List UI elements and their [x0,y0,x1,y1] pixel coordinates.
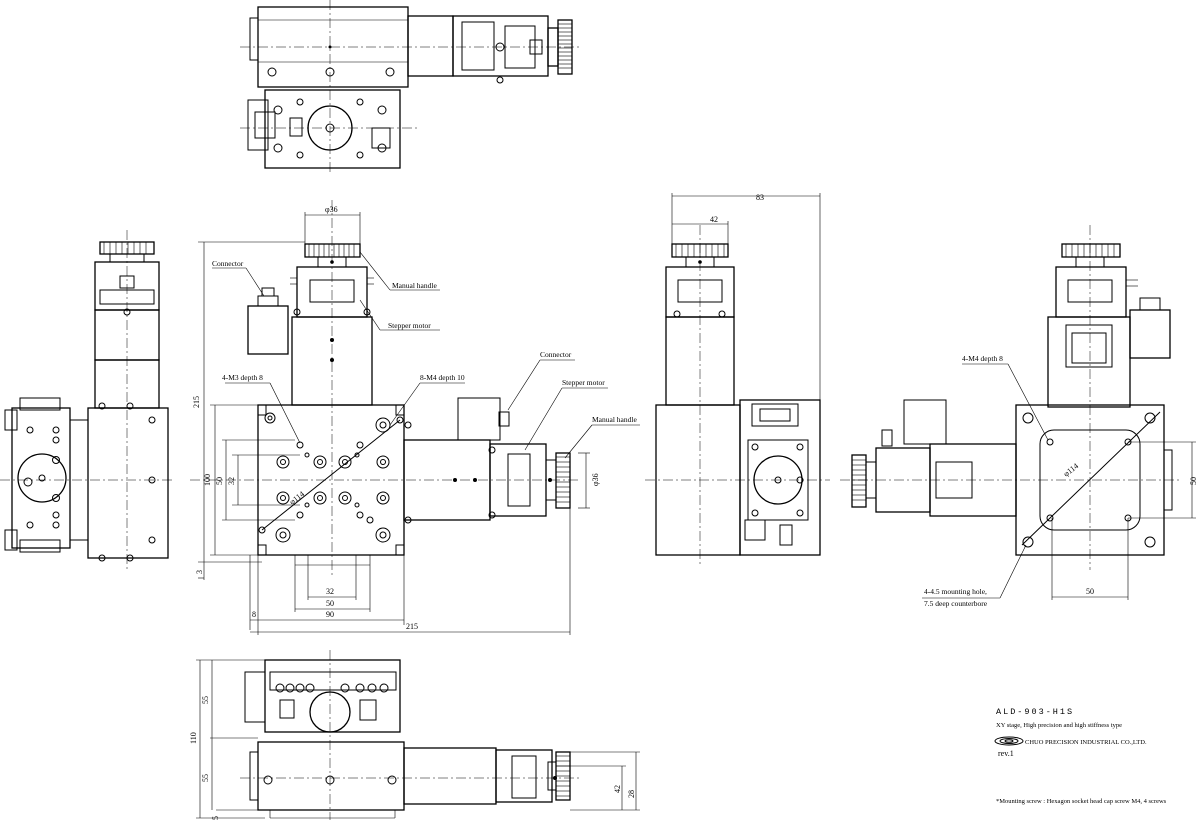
dim-50-bottom-vertical: 50 [1189,477,1198,485]
label-connector-right: Connector [540,350,572,359]
dim-90: 90 [326,610,334,619]
dim-phi114: φ114 [288,489,306,506]
dim-5: 5 [211,816,220,820]
dim-phi36-right: φ36 [591,473,600,486]
company-name: CHUO PRECISION INDUSTRIAL CO.,LTD. [1025,739,1147,746]
dim-55-lower: 55 [201,774,210,782]
dim-phi36-top: φ36 [325,205,338,214]
model-number: ALD-903-H1S [996,707,1074,717]
dim-42: 42 [710,215,718,224]
top-view [240,0,580,175]
dim-100: 100 [203,474,212,486]
label-m4-bottom: 4-M4 depth 8 [962,354,1003,363]
label-counterbore: 7.5 deep counterbore [924,599,988,608]
dim-83: 83 [756,193,764,202]
company-logo [994,736,1024,746]
label-m4-holes: 8-M4 depth 10 [420,373,465,382]
dim-42-vertical: 42 [613,785,622,793]
dim-50-bottom-horizontal: 50 [1086,587,1094,596]
callout-labels: Connector Manual handle Stepper motor 4-… [212,259,1003,608]
label-manual-handle-top: Manual handle [392,281,437,290]
model-description: XY stage, High precision and high stiffn… [996,722,1122,729]
label-stepper-motor-top: Stepper motor [388,321,431,330]
label-mounting-hole: 4-4.5 mounting hole, [924,587,987,596]
dim-32-horizontal: 32 [326,587,334,596]
dim-28: 28 [627,790,636,798]
revision: rev.1 [998,749,1014,758]
dim-215-horizontal: 215 [406,622,418,631]
label-m3-holes: 4-M3 depth 8 [222,373,263,382]
right-side-view [645,193,830,565]
label-connector-left: Connector [212,259,244,268]
dim-32-vertical: 32 [227,477,236,485]
bottom-view [840,225,1196,600]
mounting-screw-note: *Mounting screw : Hexagon socket head ca… [996,798,1167,805]
dim-110: 110 [189,732,198,744]
label-manual-handle-right: Manual handle [592,415,637,424]
dim-55-upper: 55 [201,696,210,704]
front-view [190,200,640,635]
title-block: ALD-903-H1S XY stage, High precision and… [994,707,1167,805]
dim-215-vertical: 215 [192,396,201,408]
dim-50-vertical: 50 [215,477,224,485]
lower-front-view [196,650,640,820]
dim-8: 8 [252,610,256,619]
m4-holes [258,412,404,543]
dim-50-horizontal: 50 [326,599,334,608]
label-stepper-motor-right: Stepper motor [562,378,605,387]
dim-3: 3 [195,570,204,574]
dim-phi114-bottom: φ114 [1062,461,1080,478]
left-side-view [0,230,175,570]
